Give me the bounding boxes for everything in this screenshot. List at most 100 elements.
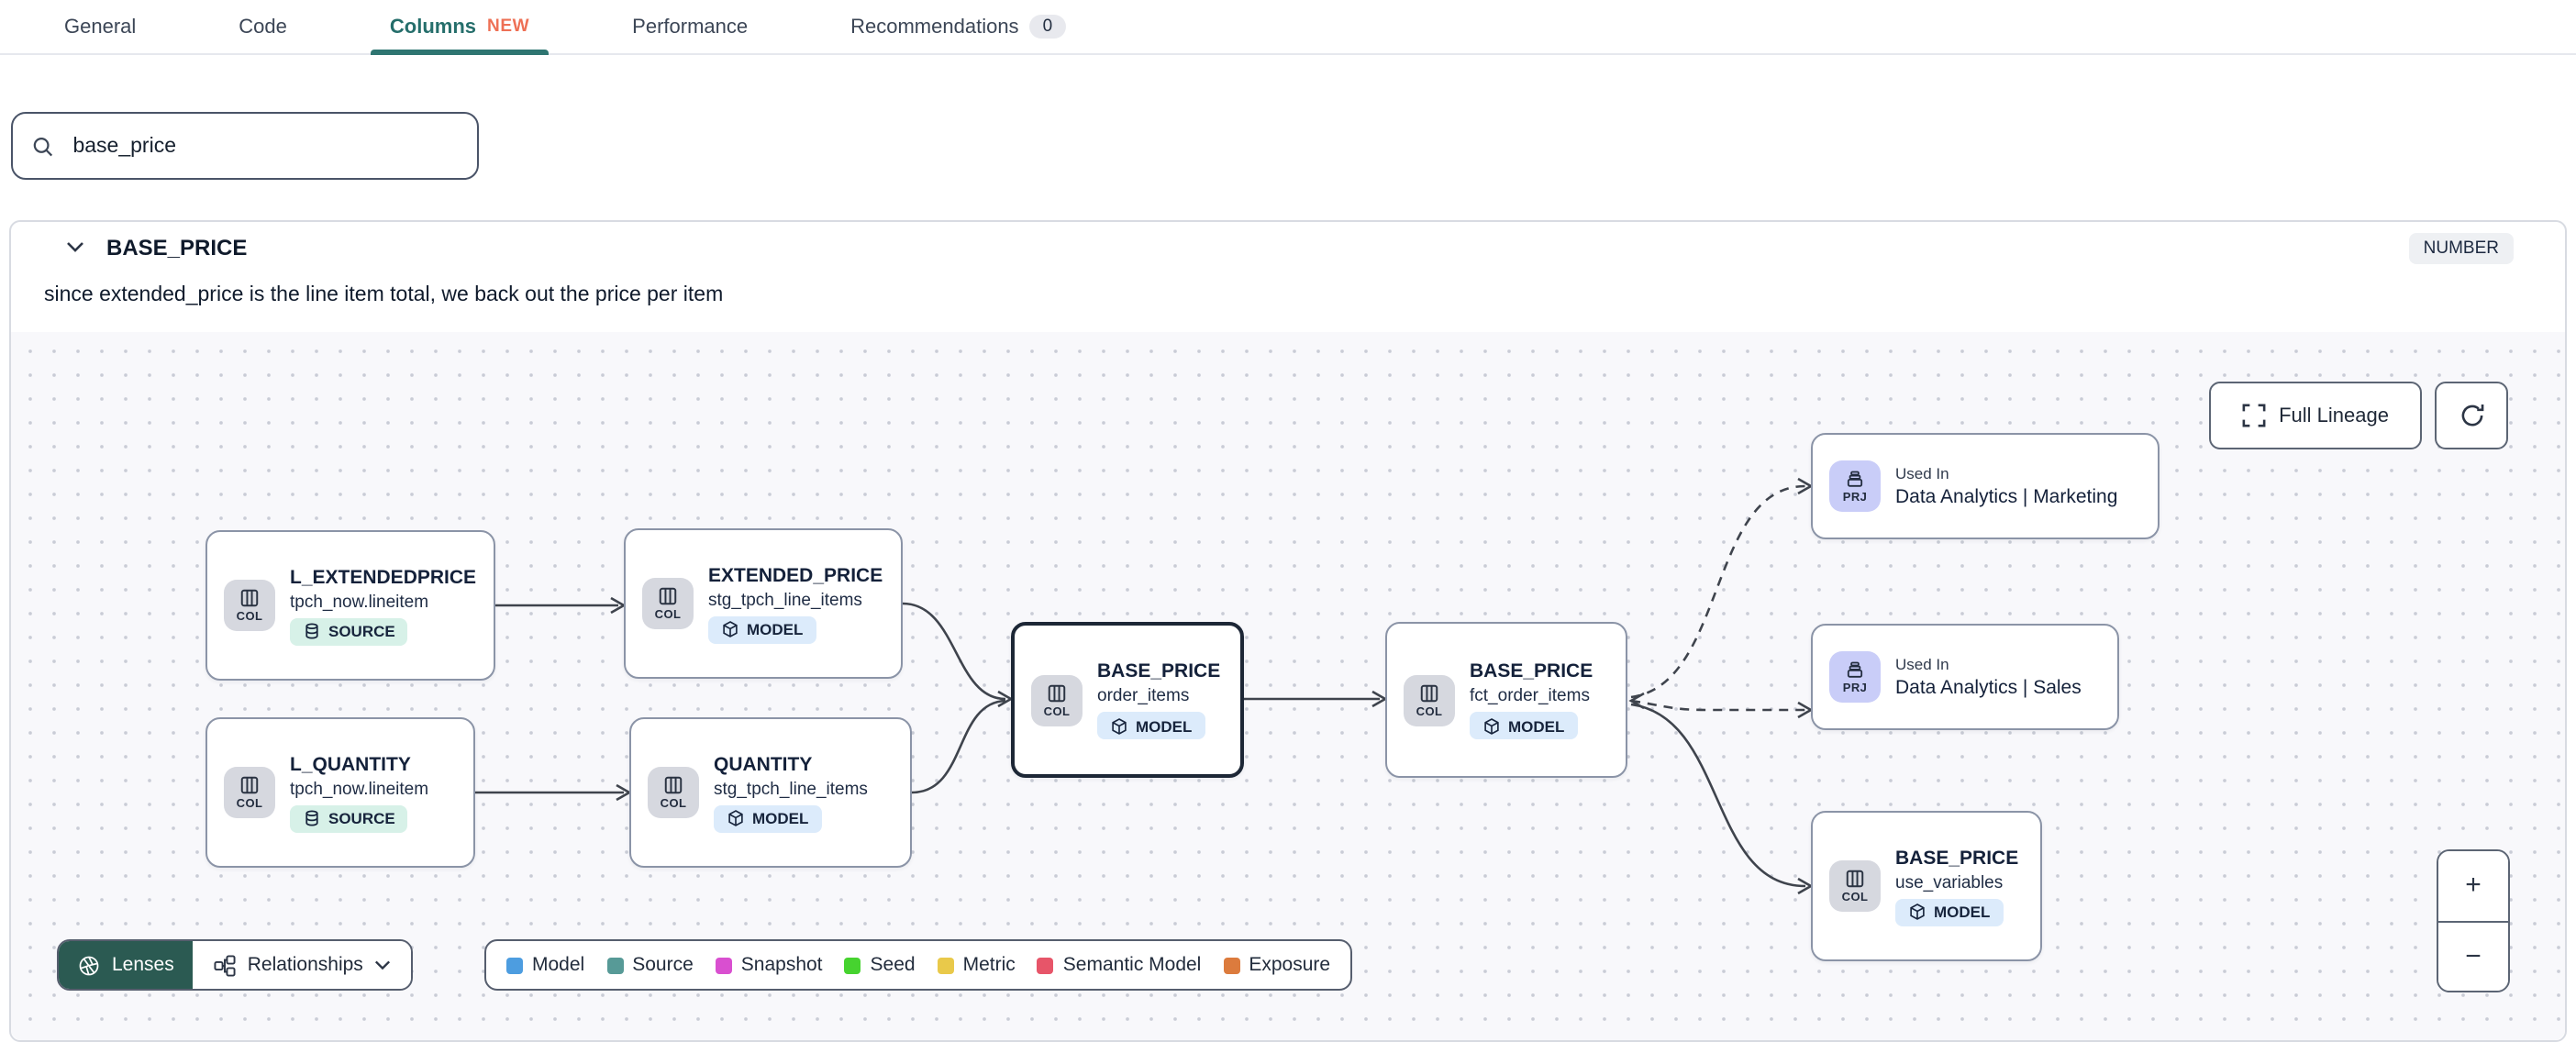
legend-swatch xyxy=(506,957,523,973)
project-stack-icon xyxy=(1847,661,1863,678)
legend-swatch xyxy=(1223,957,1240,973)
node-title: BASE_PRICE xyxy=(1895,847,2019,869)
badge-label: SOURCE xyxy=(328,622,395,640)
database-icon xyxy=(305,623,318,639)
node-quantity[interactable]: COL QUANTITY stg_tpch_line_items MODEL xyxy=(629,717,912,868)
refresh-icon xyxy=(2460,405,2483,427)
search-icon xyxy=(33,136,53,156)
cube-icon xyxy=(1484,717,1499,734)
resource-badge: MODEL xyxy=(1895,898,2004,926)
tab-label: Performance xyxy=(632,16,749,38)
column-description: since extended_price is the line item to… xyxy=(44,284,724,306)
columns-icon xyxy=(240,776,259,794)
node-subtitle: fct_order_items xyxy=(1470,686,1590,706)
used-in-label: Used In xyxy=(1895,655,1949,673)
columns-icon xyxy=(664,776,683,794)
resource-badge: MODEL xyxy=(708,615,816,643)
resource-badge: SOURCE xyxy=(290,617,408,645)
full-lineage-label: Full Lineage xyxy=(2279,405,2389,427)
node-extended-price[interactable]: COL EXTENDED_PRICE stg_tpch_line_items M… xyxy=(624,528,903,679)
legend-label: Source xyxy=(632,954,694,976)
chip-label: COL xyxy=(1043,705,1071,718)
legend-item: Seed xyxy=(844,954,916,976)
node-title: EXTENDED_PRICE xyxy=(708,564,883,586)
resource-legend: Model Source Snapshot Seed Metric Semant… xyxy=(484,939,1353,991)
aperture-icon xyxy=(79,955,99,975)
new-badge: NEW xyxy=(487,17,530,37)
relationships-label: Relationships xyxy=(247,954,363,976)
search-input[interactable] xyxy=(69,133,459,159)
node-base-price-order-items[interactable]: COL BASE_PRICE order_items MODEL xyxy=(1011,622,1244,778)
tab-recommendations[interactable]: Recommendations 0 xyxy=(832,0,1083,53)
tab-label: Columns xyxy=(389,16,476,38)
lineage-edges xyxy=(475,477,1814,895)
tab-code[interactable]: Code xyxy=(220,0,305,53)
legend-item: Exposure xyxy=(1223,954,1330,976)
columns-icon xyxy=(240,589,259,607)
tab-label: Code xyxy=(239,16,287,38)
column-chip: COL xyxy=(1404,674,1455,726)
legend-swatch xyxy=(844,957,861,973)
used-in-label: Used In xyxy=(1895,464,1949,482)
node-subtitle: order_items xyxy=(1097,686,1190,706)
badge-label: MODEL xyxy=(747,620,804,638)
edge xyxy=(902,602,1006,701)
column-card-header: BASE_PRICE NUMBER xyxy=(11,222,2565,281)
node-l-extendedprice[interactable]: COL L_EXTENDEDPRICE tpch_now.lineitem SO… xyxy=(205,530,495,681)
cube-icon xyxy=(723,621,738,637)
chip-label: PRJ xyxy=(1842,492,1868,504)
node-subtitle: stg_tpch_line_items xyxy=(708,590,862,610)
column-chip: COL xyxy=(1829,860,1881,912)
legend-label: Seed xyxy=(870,954,916,976)
badge-label: MODEL xyxy=(752,809,809,827)
lenses-label: Lenses xyxy=(112,954,174,976)
node-title: BASE_PRICE xyxy=(1470,660,1593,682)
chip-label: COL xyxy=(1841,892,1869,904)
edge-dashed xyxy=(1630,699,1805,712)
node-subtitle: tpch_now.lineitem xyxy=(290,592,429,612)
node-used-in-marketing[interactable]: PRJ Used In Data Analytics | Marketing xyxy=(1811,433,2160,539)
columns-icon xyxy=(1420,683,1438,702)
collapse-chevron-icon[interactable] xyxy=(66,240,84,253)
refresh-button[interactable] xyxy=(2435,382,2508,449)
chip-label: COL xyxy=(654,609,682,622)
project-chip: PRJ xyxy=(1829,460,1881,512)
legend-item: Semantic Model xyxy=(1037,954,1202,976)
node-base-price-fct-order-items[interactable]: COL BASE_PRICE fct_order_items MODEL xyxy=(1385,622,1627,778)
relationships-icon xyxy=(214,954,236,976)
legend-label: Snapshot xyxy=(740,954,823,976)
zoom-out-button[interactable]: − xyxy=(2438,920,2508,991)
node-title: BASE_PRICE xyxy=(1097,660,1221,682)
columns-icon xyxy=(1846,870,1864,888)
column-search[interactable] xyxy=(11,112,479,180)
edge xyxy=(1630,703,1806,888)
tab-label: Recommendations xyxy=(850,16,1019,38)
edge-dashed xyxy=(1630,484,1806,699)
project-chip: PRJ xyxy=(1829,651,1881,703)
legend-item: Metric xyxy=(937,954,1016,976)
node-base-price-use-variables[interactable]: COL BASE_PRICE use_variables MODEL xyxy=(1811,811,2042,961)
tab-columns[interactable]: Columns NEW xyxy=(371,0,549,55)
node-title: L_EXTENDEDPRICE xyxy=(290,566,477,588)
tab-performance[interactable]: Performance xyxy=(614,0,766,53)
node-l-quantity[interactable]: COL L_QUANTITY tpch_now.lineitem SOURCE xyxy=(205,717,475,868)
legend-swatch xyxy=(1037,957,1054,973)
node-used-in-sales[interactable]: PRJ Used In Data Analytics | Sales xyxy=(1811,624,2119,730)
full-lineage-button[interactable]: Full Lineage xyxy=(2209,382,2422,449)
legend-swatch xyxy=(715,957,732,973)
database-icon xyxy=(305,810,318,826)
lenses-toolbar: Lenses Relationships xyxy=(57,939,413,991)
relationships-dropdown[interactable]: Relationships xyxy=(192,941,411,989)
legend-label: Semantic Model xyxy=(1062,954,1202,976)
node-subtitle: stg_tpch_line_items xyxy=(714,779,868,799)
legend-item: Model xyxy=(506,954,584,976)
lenses-button[interactable]: Lenses xyxy=(59,941,193,989)
tab-general[interactable]: General xyxy=(46,0,154,53)
edge-arrow xyxy=(1628,692,1645,710)
cube-icon xyxy=(1910,903,1925,920)
lineage-canvas[interactable]: COL L_EXTENDEDPRICE tpch_now.lineitem SO… xyxy=(11,332,2565,1040)
legend-swatch xyxy=(937,957,954,973)
zoom-in-button[interactable]: + xyxy=(2438,851,2508,920)
badge-label: MODEL xyxy=(1136,716,1193,735)
chip-label: PRJ xyxy=(1842,682,1868,695)
